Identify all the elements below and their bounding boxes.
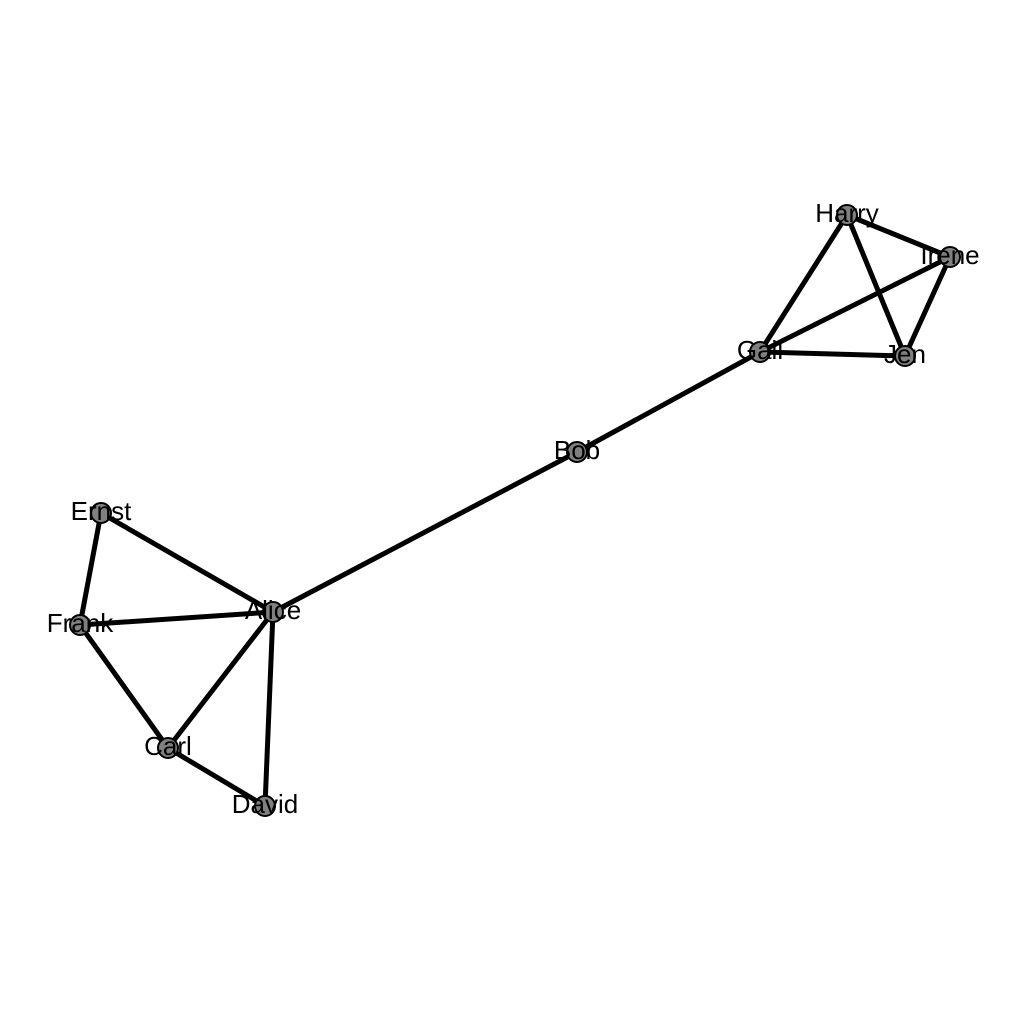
node-frank: Frank (47, 608, 114, 638)
node-dot-frank (69, 614, 91, 636)
edge-alice-bob (270, 449, 580, 615)
node-label-frank: Frank (47, 608, 114, 638)
node-harry: Harry (815, 198, 879, 228)
node-label-irene: Irene (920, 240, 979, 270)
node-gail: Gail (737, 335, 783, 365)
node-label-carl: Carl (144, 731, 192, 761)
node-dot-alice (262, 601, 284, 623)
node-alice: Alice (245, 595, 301, 625)
edge-harry-jen (844, 212, 908, 359)
node-label-gail: Gail (737, 335, 783, 365)
edges-layer (77, 212, 953, 809)
node-dot-irene (939, 246, 961, 268)
node-dot-gail (749, 341, 771, 363)
node-dot-harry (836, 204, 858, 226)
edge-alice-carl (165, 609, 276, 751)
node-carl: Carl (144, 731, 192, 761)
node-label-bob: Bob (554, 435, 600, 465)
node-bob: Bob (554, 435, 600, 465)
edge-gail-harry (757, 212, 850, 355)
edge-bob-gail (574, 349, 763, 455)
edge-gail-irene (757, 254, 953, 355)
node-jen: Jen (884, 339, 926, 369)
node-dot-carl (157, 737, 179, 759)
node-label-david: David (232, 789, 298, 819)
edge-gail-jen (757, 349, 908, 359)
node-dot-ernst (90, 502, 112, 524)
node-dot-david (254, 795, 276, 817)
node-dot-bob (566, 441, 588, 463)
edge-alice-david (262, 609, 276, 809)
node-irene: Irene (920, 240, 979, 270)
edge-alice-ernst (98, 510, 276, 615)
node-label-harry: Harry (815, 198, 879, 228)
edge-irene-jen (902, 254, 953, 359)
node-label-ernst: Ernst (71, 496, 132, 526)
edge-carl-frank (77, 622, 171, 751)
node-ernst: Ernst (71, 496, 132, 526)
node-david: David (232, 789, 298, 819)
edge-alice-frank (77, 609, 276, 628)
node-label-jen: Jen (884, 339, 926, 369)
node-dot-jen (894, 345, 916, 367)
node-label-alice: Alice (245, 595, 301, 625)
edge-harry-irene (844, 212, 953, 260)
edge-ernst-frank (77, 510, 104, 628)
edge-carl-david (165, 745, 268, 809)
